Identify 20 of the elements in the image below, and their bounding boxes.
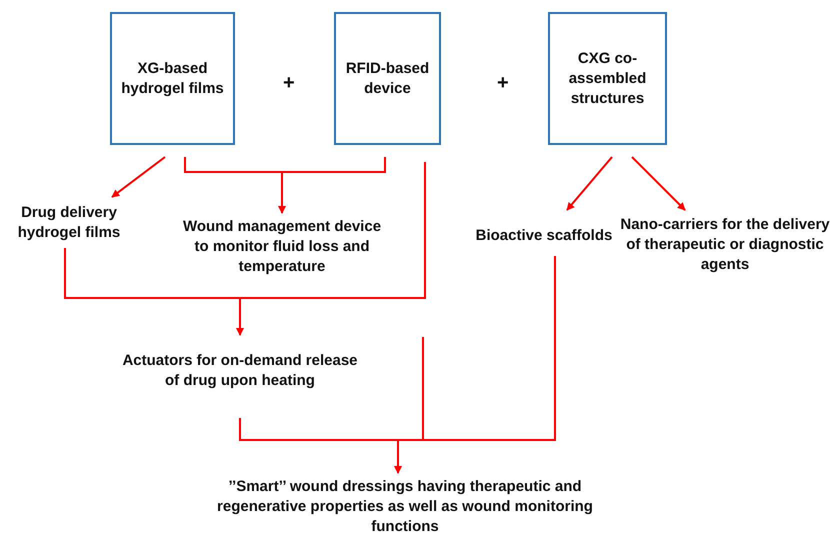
- process-box: [110, 12, 235, 145]
- plus-sign: +: [283, 72, 295, 95]
- arrow: [631, 156, 686, 211]
- outcome-text: Bioactive scaffolds: [476, 226, 612, 246]
- box-label: RFID-based device: [344, 58, 430, 98]
- arrow: [394, 256, 556, 474]
- box-label: XG-based hydrogel films: [120, 58, 225, 98]
- outcome-text: Drug delivery hydrogel films: [16, 202, 122, 242]
- process-box: [334, 12, 441, 145]
- arrow: [278, 157, 386, 214]
- arrow: [566, 156, 613, 211]
- process-box: [548, 12, 667, 145]
- outcome-text: Nano-carriers for the delivery of therapeutic or diagnostic agents: [620, 215, 830, 275]
- outcome-text: Actuators for on-demand release of drug upon heating: [121, 351, 359, 391]
- arrow: [236, 162, 426, 336]
- outcome-text: ’’Smart’’ wound dressings having therapeutic and regenerative properties as well as wound monitoring functions: [216, 477, 594, 537]
- arrow: [111, 156, 166, 198]
- box-label: CXG co-assembled structures: [568, 48, 648, 108]
- plus-sign: +: [497, 72, 509, 95]
- outcome-text: Wound management device to monitor fluid loss and temperature: [182, 217, 382, 277]
